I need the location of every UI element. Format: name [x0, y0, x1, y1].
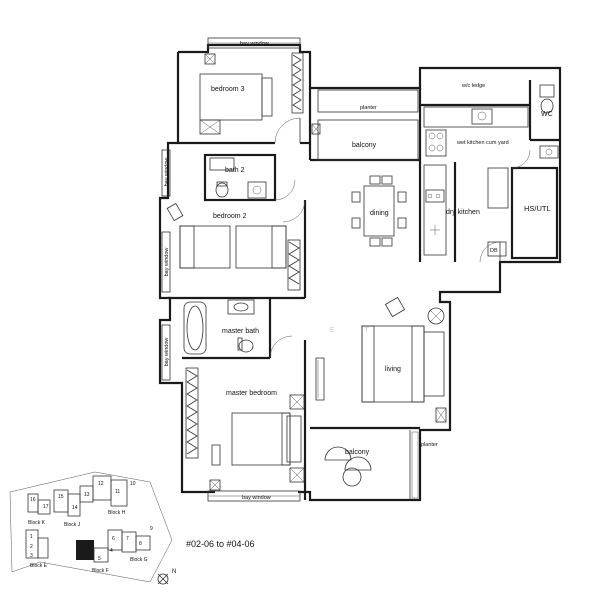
key-num-8: 8 [139, 541, 142, 547]
key-num-3: 3 [30, 553, 33, 559]
key-block-e: Block E [30, 563, 48, 569]
label-planter-top: planter [360, 105, 377, 111]
unit-range: #02-06 to #04-06 [186, 539, 255, 549]
key-num-7: 7 [126, 536, 129, 542]
label-bath2: bath 2 [225, 167, 245, 174]
label-hs-utl: HS/UTL [524, 204, 551, 213]
label-living: living [385, 366, 401, 373]
key-num-6: 6 [112, 536, 115, 542]
label-balcony-top: balcony [352, 142, 377, 149]
key-num-4: 4 [110, 548, 113, 554]
key-num-16: 16 [30, 497, 36, 503]
label-db: DB [490, 248, 498, 254]
label-wc-ledge: w/c ledge [461, 83, 485, 89]
key-num-2: 2 [30, 544, 33, 550]
label-master-bath: master bath [222, 328, 259, 335]
key-plan: 16 17 15 14 13 12 11 10 1 2 3 4 5 6 7 8 … [9, 471, 173, 583]
key-num-5: 5 [98, 556, 101, 562]
label-dry-kitchen: dry kitchen [446, 209, 480, 216]
bedroom3-furniture [199, 52, 304, 144]
bath2-fixtures [209, 157, 296, 201]
label-bedroom2: bedroom 2 [213, 213, 247, 220]
key-num-1: 1 [30, 534, 33, 540]
label-bay-window-bottom: bay window [242, 495, 271, 501]
kitchen-fixtures [423, 84, 559, 263]
label-bay-window-b2: bay window [164, 158, 170, 187]
key-num-11: 11 [115, 489, 120, 495]
key-block-j: Block J [64, 522, 81, 528]
master-bedroom-furniture [185, 357, 325, 491]
north-arrow-icon: N [157, 569, 176, 585]
label-bay-window-top: bay window [240, 41, 269, 47]
key-block-g: Block G [130, 557, 148, 563]
label-bay-window-master: bay window [164, 338, 170, 367]
highlighted-block [76, 540, 94, 560]
key-num-9: 9 [150, 526, 153, 532]
label-bedroom3: bedroom 3 [211, 86, 245, 93]
key-num-12: 12 [98, 481, 104, 487]
key-block-k: Block K [28, 520, 46, 526]
key-num-15: 15 [58, 494, 64, 500]
room-labels: bay window bedroom 3 planter w/c ledge W… [164, 41, 553, 501]
balcony-top-area [311, 89, 419, 161]
label-balcony-bottom: balcony [345, 449, 370, 456]
key-block-f: Block F [92, 568, 109, 574]
label-planter-bottom: planter [421, 442, 438, 448]
key-num-13: 13 [84, 492, 90, 498]
dining-furniture [351, 175, 407, 247]
key-num-10: 10 [130, 481, 136, 487]
label-wet-kitchen: wet kitchen cum yard [456, 140, 509, 146]
key-num-17: 17 [43, 504, 49, 510]
master-bath-fixtures [161, 299, 293, 381]
key-num-14: 14 [72, 505, 78, 511]
north-label: N [172, 569, 176, 575]
living-furniture [361, 296, 447, 423]
label-dining: dining [370, 210, 389, 217]
label-wc: WC [541, 111, 553, 118]
key-block-h: Block H [108, 510, 126, 516]
watermark: E T [330, 327, 383, 334]
label-master-bedroom: master bedroom [226, 390, 277, 397]
bedroom2-furniture [161, 149, 306, 293]
interior-walls [168, 80, 560, 500]
balcony-bottom-furniture [324, 430, 419, 500]
label-bay-window-b2-lower: bay window [164, 248, 170, 277]
